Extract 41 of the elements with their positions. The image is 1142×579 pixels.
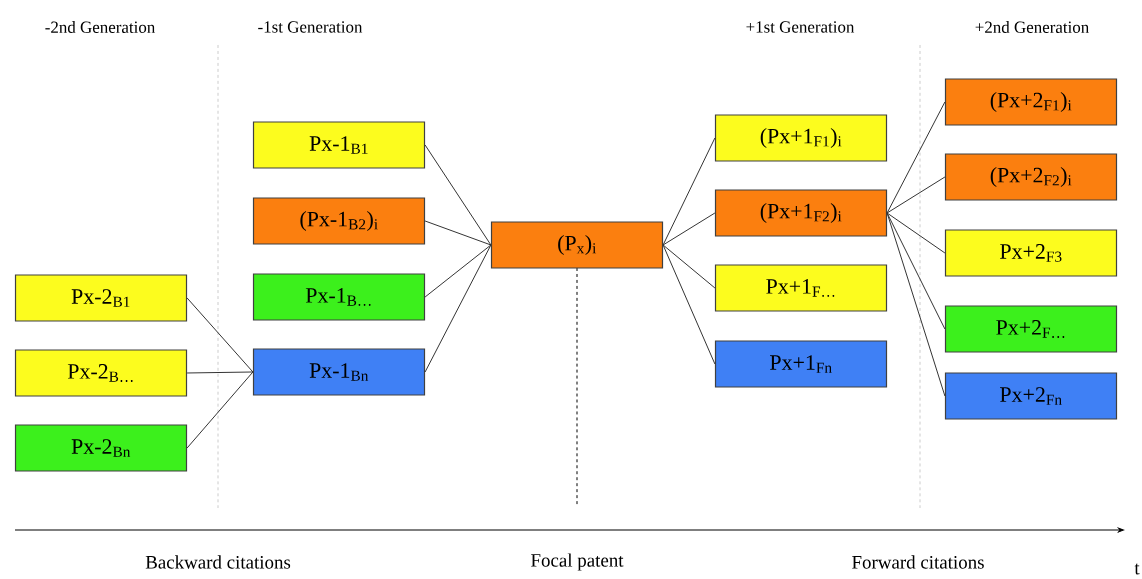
citation-box: (Px+1$_{F1}$)$_{i}$ — [714, 114, 888, 162]
axis-label: t — [1134, 563, 1140, 575]
column-heading: +1st Generation — [746, 21, 855, 33]
connector-line — [886, 212, 946, 330]
connector-line — [886, 212, 946, 254]
column-heading: -1st Generation — [258, 21, 363, 33]
connector-line — [424, 144, 492, 246]
citation-box: Px+2$_{Fn}$ — [944, 372, 1118, 420]
citation-box: Px-2$_{Bn}$ — [14, 424, 188, 472]
axis-label: Focal patent — [531, 553, 624, 571]
column-heading: -2nd Generation — [45, 21, 156, 33]
column-heading: +2nd Generation — [975, 21, 1089, 33]
citation-box: (Px+1$_{F2}$)$_{i}$ — [714, 189, 888, 237]
citation-box: (Px+2$_{F1}$)$_{i}$ — [944, 78, 1118, 126]
axis-label: Backward citations — [145, 555, 291, 569]
citation-box: Px-1$_{B1}$ — [252, 121, 426, 169]
citation-box: Px+2$_{F3}$ — [944, 229, 1118, 277]
citation-box: Px+1$_{Fn}$ — [714, 340, 888, 388]
connector-line — [662, 137, 716, 246]
axis-label: Forward citations — [852, 555, 984, 569]
connector-line — [662, 212, 716, 246]
connector-line — [424, 220, 492, 246]
citation-box: Px-1$_{Bn}$ — [252, 348, 426, 396]
connector-line — [662, 244, 716, 289]
connector-line — [886, 101, 946, 214]
focal-patent-box: (P$_{x}$)$_{i}$ — [490, 221, 664, 269]
citation-box: Px-2$_{B…}$ — [14, 349, 188, 397]
citation-box: (Px-1$_{B2}$)$_{i}$ — [252, 197, 426, 245]
citation-box: Px+2$_{F…}$ — [944, 305, 1118, 353]
connector-line — [186, 371, 254, 374]
citation-box: Px-2$_{B1}$ — [14, 274, 188, 322]
citation-box: Px-1$_{B…}$ — [252, 273, 426, 321]
connector-line — [886, 212, 946, 397]
connector-line — [186, 297, 254, 373]
citation-box: (Px+2$_{F2}$)$_{i}$ — [944, 153, 1118, 201]
connector-line — [662, 244, 716, 365]
connector-line — [186, 371, 254, 449]
connector-line — [424, 244, 492, 373]
citation-box: Px+1$_{F…}$ — [714, 264, 888, 312]
connector-line — [886, 176, 946, 214]
connector-line — [424, 244, 492, 298]
